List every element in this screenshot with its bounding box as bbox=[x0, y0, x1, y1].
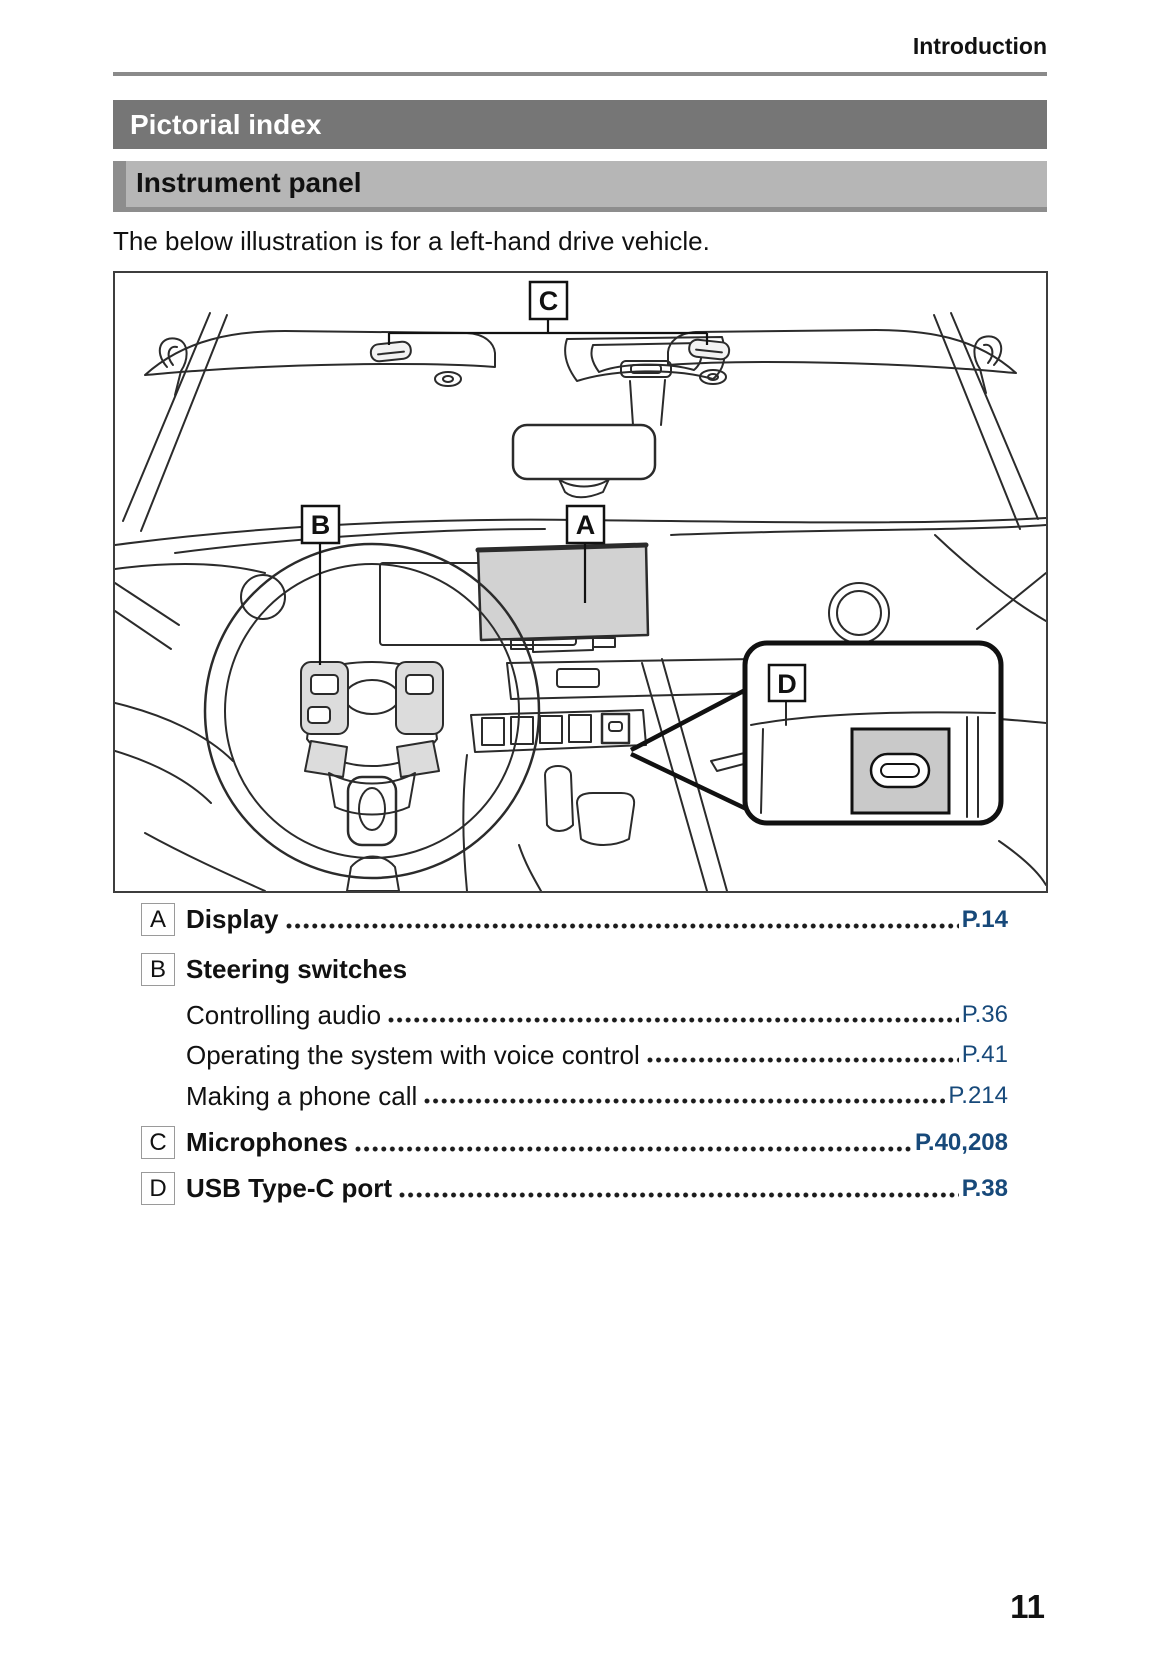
dot-leader bbox=[354, 1146, 912, 1152]
chapter-title: Pictorial index bbox=[130, 109, 322, 140]
callout-c: C bbox=[387, 280, 709, 345]
console-switch-row bbox=[470, 709, 647, 753]
page-ref-controlling-audio[interactable]: P.36 bbox=[961, 1001, 1008, 1028]
callout-b: B bbox=[300, 504, 341, 665]
callout-d-letter: D bbox=[777, 669, 797, 699]
callout-a-letter: A bbox=[576, 510, 596, 540]
center-display bbox=[475, 542, 650, 653]
usb-port-panel bbox=[850, 727, 951, 815]
sun-visor-left bbox=[144, 330, 496, 387]
index-row-display: A Display P.14 bbox=[141, 903, 1008, 936]
page-ref-phone-call[interactable]: P.214 bbox=[948, 1082, 1008, 1109]
index-label-microphones: Microphones bbox=[186, 1127, 348, 1157]
grab-handle-left bbox=[158, 337, 188, 396]
callout-c-letter: C bbox=[539, 286, 559, 316]
grab-handle-right bbox=[973, 335, 1003, 394]
left-door-panel bbox=[115, 574, 286, 891]
page-number: 11 bbox=[1010, 1588, 1045, 1625]
page-ref-display[interactable]: P.14 bbox=[961, 906, 1008, 933]
callout-a: A bbox=[565, 504, 606, 603]
usb-c-icon bbox=[869, 752, 931, 789]
microphone-left bbox=[369, 340, 412, 363]
index-subrow-voice-control: Operating the system with voice control … bbox=[186, 1040, 1008, 1070]
index-label-phone-call: Making a phone call bbox=[186, 1081, 418, 1111]
index-label-controlling-audio: Controlling audio bbox=[186, 1000, 382, 1030]
instrument-panel-figure: C B A D bbox=[113, 271, 1048, 893]
rearview-mirror bbox=[511, 379, 666, 499]
steering-switch-right bbox=[395, 661, 444, 735]
page-ref-usb-port[interactable]: P.38 bbox=[961, 1175, 1008, 1202]
intro-text: The below illustration is for a left-han… bbox=[113, 226, 710, 256]
steering-wheel bbox=[203, 542, 541, 880]
index-row-microphones: C Microphones P.40,208 bbox=[141, 1126, 1008, 1159]
header-rule bbox=[113, 72, 1047, 76]
dot-leader bbox=[646, 1057, 959, 1063]
section-title: Instrument panel bbox=[136, 167, 362, 198]
page-header: Introduction bbox=[912, 33, 1047, 59]
steering-switch-left bbox=[300, 661, 349, 735]
usb-inset bbox=[629, 640, 1004, 826]
center-console bbox=[346, 754, 636, 891]
dot-leader bbox=[388, 1017, 959, 1023]
callout-d: D bbox=[767, 663, 807, 703]
index-letterbox-c: C bbox=[141, 1126, 175, 1159]
dot-leader bbox=[285, 923, 959, 929]
dot-leader bbox=[399, 1192, 959, 1198]
index-label-display: Display bbox=[186, 904, 279, 934]
a-pillar-left bbox=[122, 312, 228, 532]
index-subrow-controlling-audio: Controlling audio P.36 bbox=[186, 1000, 1008, 1030]
index-row-usb-port: D USB Type-C port P.38 bbox=[141, 1172, 1008, 1205]
index-label-steering-switches: Steering switches bbox=[186, 954, 408, 984]
chapter-title-bar: Pictorial index bbox=[113, 100, 1047, 149]
index-label-usb-port: USB Type-C port bbox=[186, 1173, 393, 1203]
dot-leader bbox=[424, 1098, 946, 1104]
page-ref-microphones[interactable]: P.40,208 bbox=[915, 1129, 1008, 1156]
index-letterbox-a: A bbox=[141, 903, 175, 936]
microphone-right bbox=[688, 338, 731, 361]
section-title-bar: Instrument panel bbox=[113, 161, 1047, 212]
a-pillar-right bbox=[933, 312, 1039, 530]
index-letterbox-d: D bbox=[141, 1172, 175, 1205]
index-row-steering-switches: B Steering switches bbox=[141, 953, 1008, 986]
index-letterbox-b: B bbox=[141, 953, 175, 986]
index-label-voice-control: Operating the system with voice control bbox=[186, 1040, 640, 1070]
callout-b-letter: B bbox=[311, 510, 331, 540]
page-ref-voice-control[interactable]: P.41 bbox=[961, 1041, 1008, 1068]
index-subrow-phone-call: Making a phone call P.214 bbox=[186, 1081, 1008, 1111]
dashboard-illustration: C B A D bbox=[115, 280, 1046, 891]
